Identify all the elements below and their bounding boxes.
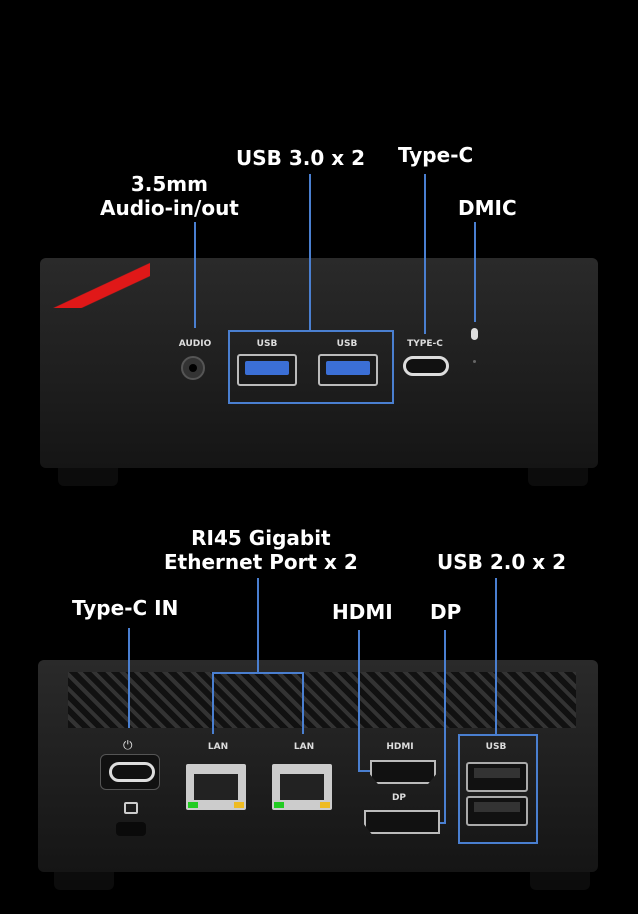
callout-line-hdmi (358, 630, 360, 772)
microphone-icon (471, 328, 478, 340)
callout-rj45: RI45 Gigabit Ethernet Port x 2 (164, 526, 358, 574)
callout-usb3: USB 3.0 x 2 (236, 146, 366, 170)
callout-line-rj45-bar (212, 672, 304, 674)
callout-line-rj45-left (212, 672, 214, 734)
callout-line-usb3 (309, 174, 311, 332)
callout-audio-line1: 3.5mm (130, 172, 208, 196)
label-dp: DP (391, 793, 407, 803)
label-lan-1: LAN (207, 742, 229, 752)
label-hdmi: HDMI (386, 742, 414, 752)
callout-line-dmic (474, 222, 476, 322)
usb2-port-2 (466, 796, 528, 826)
callout-typec: Type-C (398, 143, 474, 167)
callout-audio-line2: Audio-in/out (100, 196, 239, 220)
usb3-highlight-box (228, 330, 394, 404)
typec-in-port (109, 762, 155, 782)
callout-line-usb2 (495, 578, 497, 734)
callout-audio: 3.5mm Audio-in/out (100, 172, 239, 220)
front-foot-left (58, 468, 118, 486)
callout-line-dp (444, 630, 446, 824)
usb2-highlight-box (458, 734, 538, 844)
usb3-port-2 (318, 354, 378, 386)
red-accent-stripe (40, 258, 150, 308)
label-lan-2: LAN (293, 742, 315, 752)
front-foot-right (528, 468, 588, 486)
displayport-port (364, 810, 440, 834)
audio-jack (181, 356, 205, 380)
callout-rj45-line1: RI45 Gigabit (191, 526, 331, 550)
callout-typec-in: Type-C IN (72, 596, 179, 620)
callout-line-audio (194, 222, 196, 328)
label-usb2: USB (485, 742, 507, 752)
hdmi-port (370, 760, 436, 784)
label-typec: TYPE-C (407, 339, 443, 349)
callout-line-rj45 (257, 578, 259, 672)
lock-icon (124, 802, 138, 814)
usb2-port-1 (466, 762, 528, 792)
callout-line-typec-in (128, 628, 130, 728)
dmic-hole (473, 360, 476, 363)
callout-line-hdmi-h (358, 770, 370, 772)
label-audio: AUDIO (178, 339, 212, 349)
vent-grille (68, 672, 576, 728)
power-plug-icon: ⏻ (123, 738, 133, 752)
back-foot-left (54, 872, 114, 890)
callout-dmic: DMIC (458, 196, 517, 220)
callout-line-dp-h (436, 822, 446, 824)
rj45-port-2 (272, 764, 332, 810)
rj45-port-1 (186, 764, 246, 810)
callout-dp: DP (430, 600, 462, 624)
label-usb-2: USB (336, 339, 358, 349)
usb3-port-1 (237, 354, 297, 386)
callout-line-rj45-right (302, 672, 304, 734)
callout-rj45-line2: Ethernet Port x 2 (164, 550, 358, 574)
callout-line-typec (424, 174, 426, 334)
callout-hdmi: HDMI (332, 600, 393, 624)
label-usb-1: USB (256, 339, 278, 349)
callout-usb2: USB 2.0 x 2 (437, 550, 567, 574)
back-foot-right (530, 872, 590, 890)
typec-port (403, 356, 449, 376)
kensington-lock-slot (116, 822, 146, 836)
